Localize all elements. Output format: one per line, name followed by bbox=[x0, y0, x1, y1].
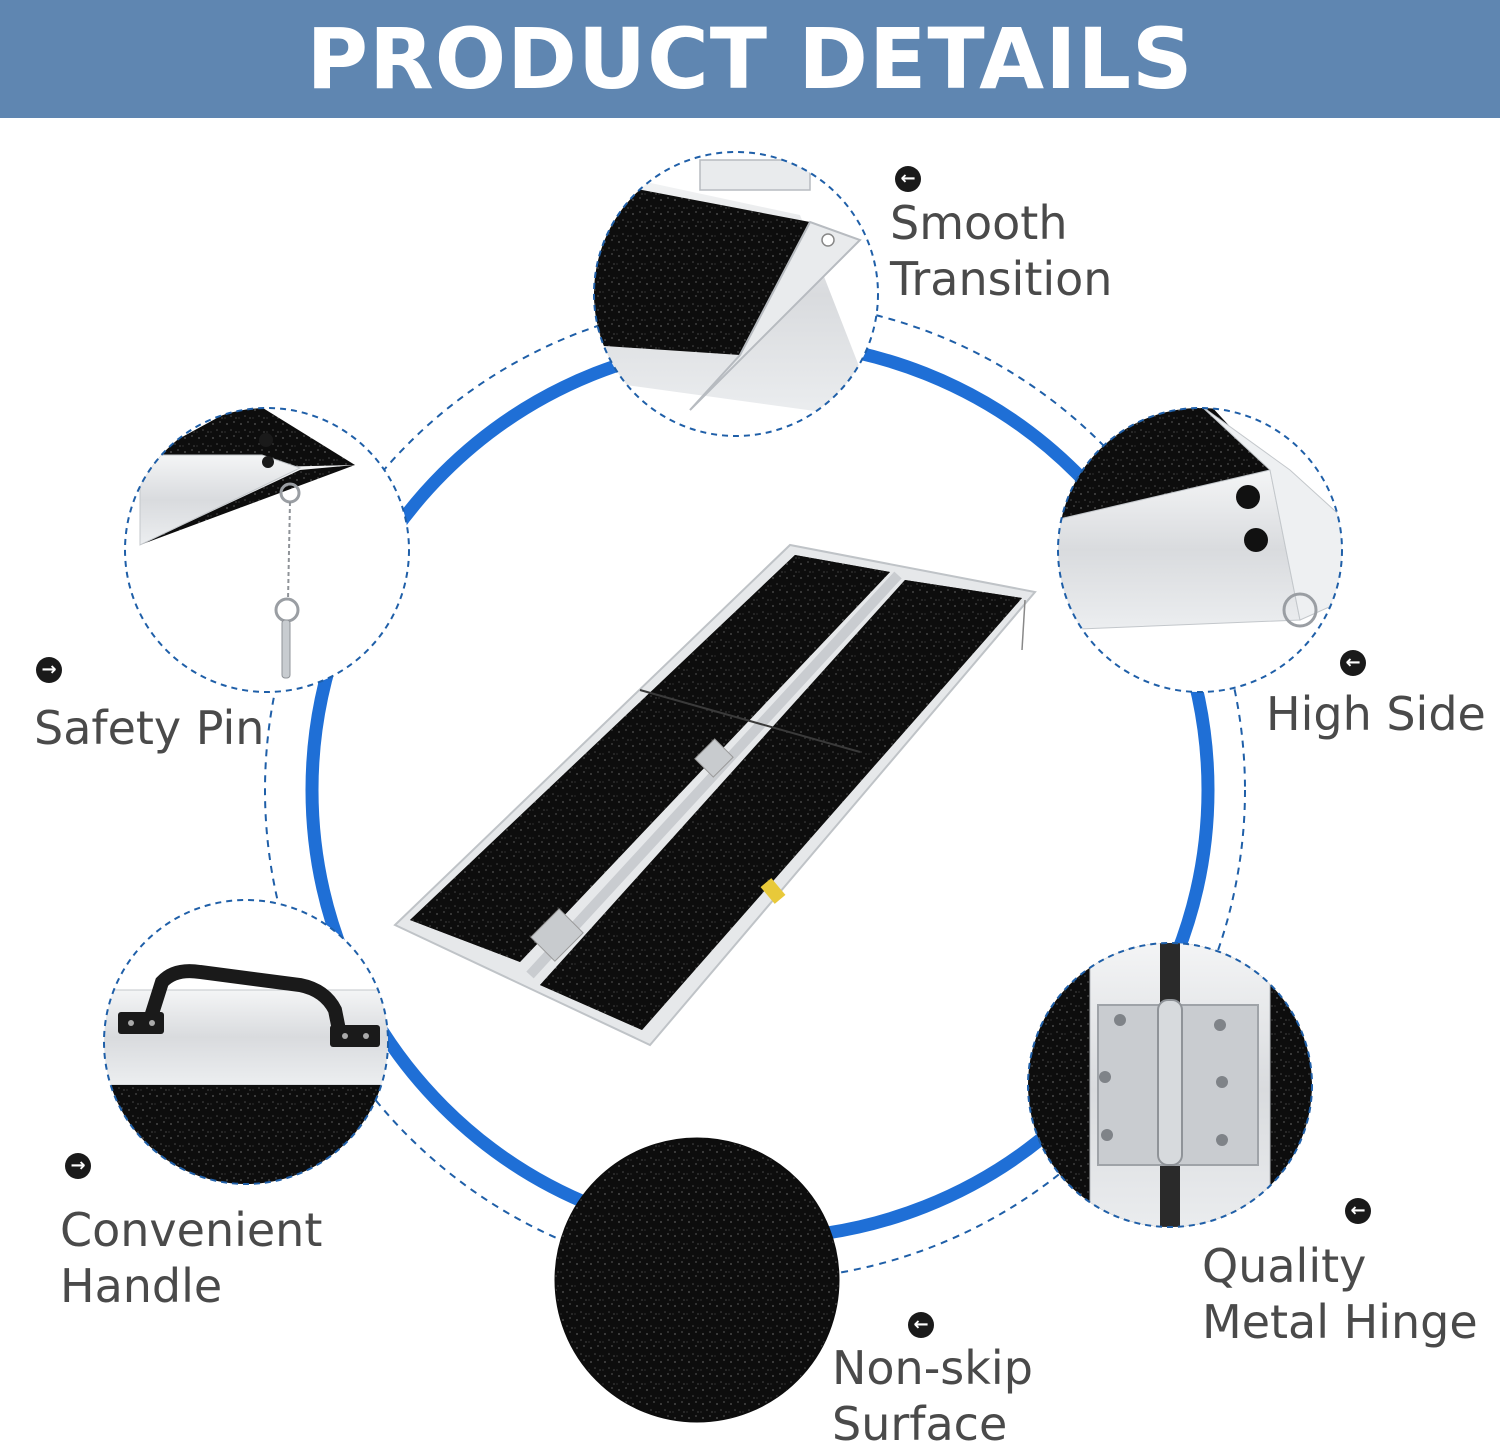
label-line: Surface bbox=[832, 1397, 1008, 1451]
circle-arrow-left-icon: ← bbox=[1345, 1198, 1371, 1224]
label-line: Handle bbox=[60, 1259, 223, 1313]
detail-safety-pin bbox=[125, 408, 409, 692]
detail-quality-metal-hinge bbox=[1028, 943, 1312, 1227]
circle-arrow-left-icon: ← bbox=[1340, 650, 1366, 676]
detail-high-side bbox=[1058, 408, 1342, 692]
circle-arrow-right-icon: → bbox=[36, 657, 62, 683]
label-line: Non-skip bbox=[832, 1341, 1033, 1395]
header-banner: PRODUCT DETAILS bbox=[0, 0, 1500, 118]
label-smooth-transition: Smooth Transition bbox=[890, 195, 1112, 307]
circle-arrow-right-icon: → bbox=[65, 1153, 91, 1179]
label-line: High Side bbox=[1266, 687, 1486, 741]
label-quality-metal-hinge: Quality Metal Hinge bbox=[1202, 1238, 1478, 1350]
label-line: Safety Pin bbox=[34, 701, 265, 755]
label-line: Quality bbox=[1202, 1239, 1367, 1293]
circle-arrow-left-icon: ← bbox=[895, 166, 921, 192]
label-non-skip-surface: Non-skip Surface bbox=[832, 1340, 1033, 1452]
detail-convenient-handle bbox=[104, 900, 388, 1184]
label-line: Convenient bbox=[60, 1203, 323, 1257]
label-line: Smooth bbox=[890, 196, 1068, 250]
label-line: Metal Hinge bbox=[1202, 1295, 1478, 1349]
circle-arrow-left-icon: ← bbox=[908, 1312, 934, 1338]
detail-non-skip-surface bbox=[555, 1138, 839, 1422]
page-title: PRODUCT DETAILS bbox=[306, 10, 1194, 108]
label-high-side: High Side bbox=[1266, 686, 1486, 742]
label-convenient-handle: Convenient Handle bbox=[60, 1202, 322, 1314]
ramp-image bbox=[393, 543, 1037, 1047]
detail-smooth-transition bbox=[594, 152, 878, 436]
label-line: Transition bbox=[890, 252, 1113, 306]
label-safety-pin: Safety Pin bbox=[34, 700, 264, 756]
